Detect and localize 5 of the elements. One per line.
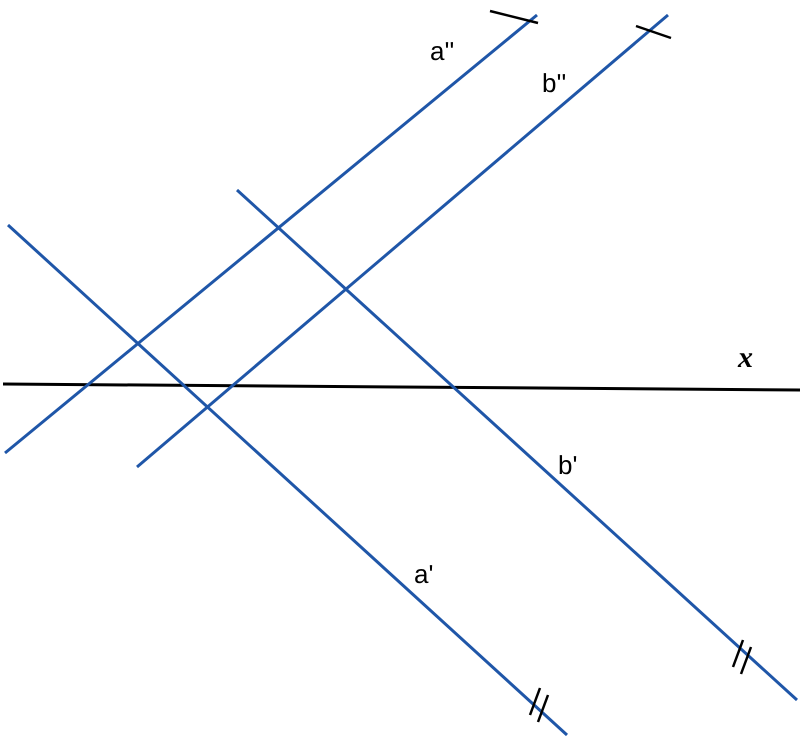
line-label: a'	[414, 561, 434, 587]
line-label: b'	[558, 452, 578, 478]
axis-label: x	[738, 343, 753, 373]
line-label: b''	[542, 70, 566, 96]
line-label: a''	[430, 38, 454, 64]
